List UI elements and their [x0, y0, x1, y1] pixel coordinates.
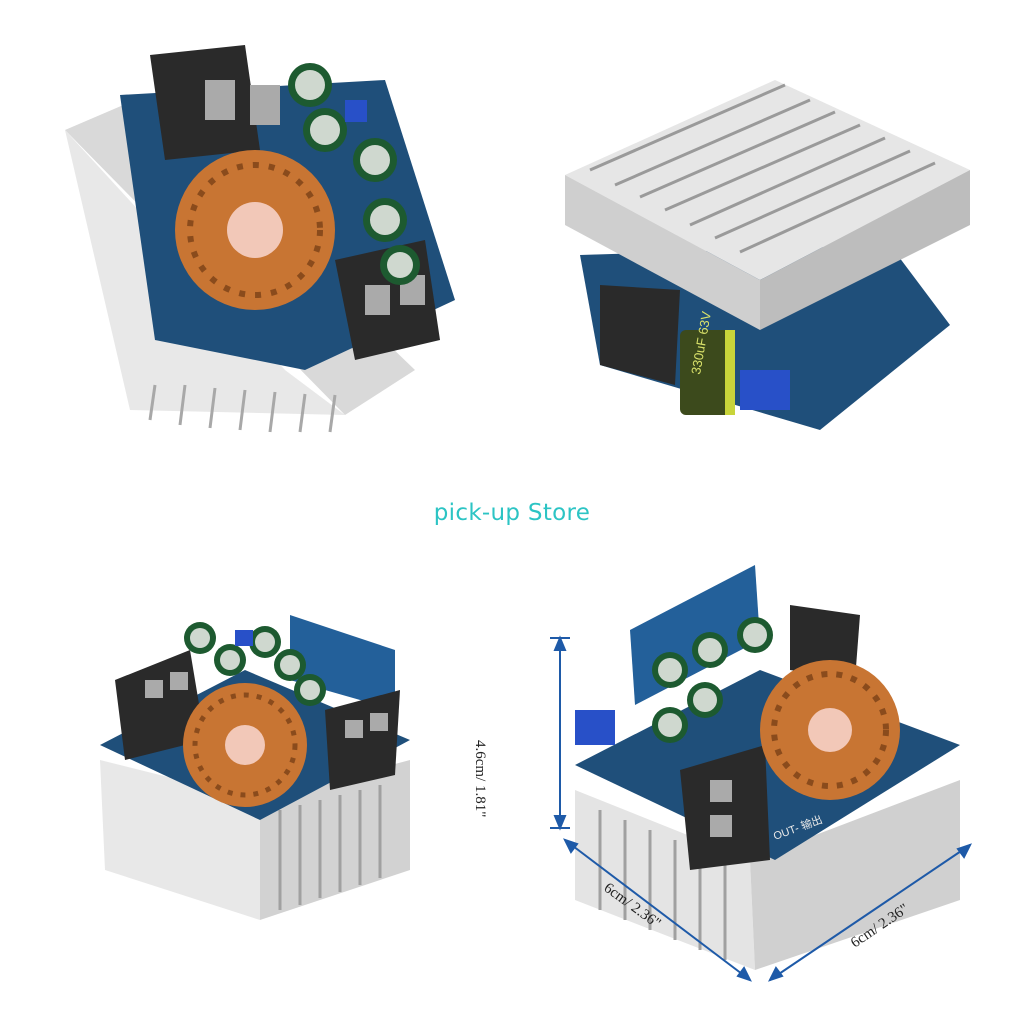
product-photo-top-view	[65, 45, 455, 433]
trimmer-potentiometer	[345, 100, 367, 122]
trimmer-potentiometer	[575, 710, 615, 745]
toroid-inductor	[175, 150, 335, 310]
trimmer-potentiometer	[235, 630, 253, 646]
toroid-inductor	[183, 683, 307, 807]
heatsink	[565, 80, 970, 330]
product-photo-front-view	[100, 615, 410, 920]
height-dimension-label: 4.6cm/ 1.81"	[472, 740, 488, 818]
capacitor	[184, 622, 326, 706]
capacitor	[288, 63, 420, 285]
terminal-block	[600, 285, 680, 385]
terminal-block	[115, 650, 400, 790]
trimmer-potentiometer	[740, 370, 790, 410]
terminal-block	[150, 45, 440, 360]
store-watermark: pick-up Store	[433, 500, 591, 526]
dimension-arrows	[550, 635, 972, 982]
product-photo-heatsink-view: 330uF 63V	[565, 80, 970, 430]
capacitor: 330uF 63V	[680, 310, 735, 415]
toroid-inductor	[760, 660, 900, 800]
capacitor	[652, 617, 773, 743]
product-photo-dimensions: OUT- 输出	[550, 565, 972, 982]
